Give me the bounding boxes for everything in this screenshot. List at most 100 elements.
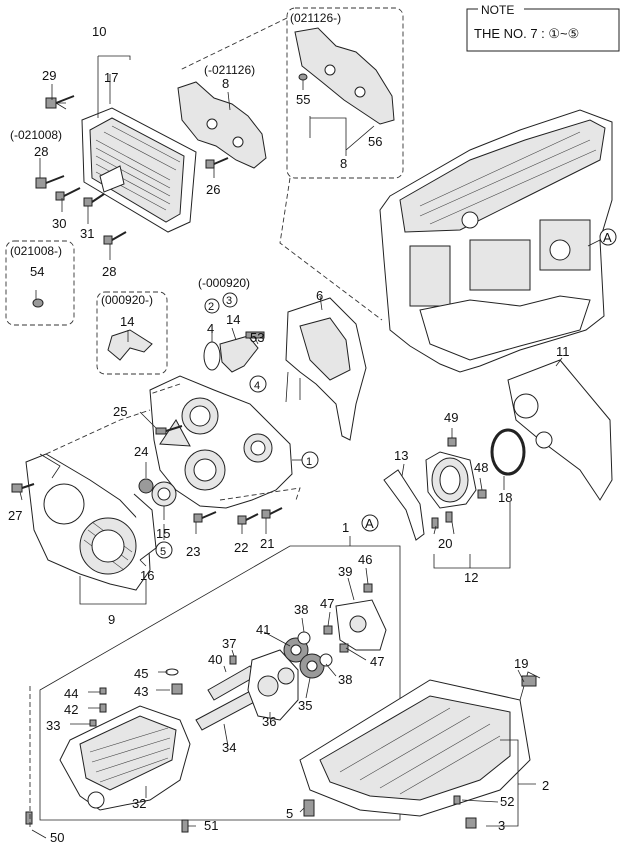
ref-circle-a-seal [361,514,379,532]
balance-shaft-housing [59,705,191,811]
gasket-leader-dashed [179,17,383,321]
callout-6: 6 [316,288,323,303]
callout-18: 18 [498,490,512,505]
oil-pump-group-outline [39,545,401,821]
valve-cover [81,107,197,233]
callout-34: 34 [222,740,236,755]
date-bolt-old: (-021008) [10,128,62,142]
callout-9: 9 [108,612,115,627]
rear-oil-seal-housing [383,428,526,541]
callout-24: 24 [134,444,148,459]
callout-26: 26 [206,182,220,197]
callout-16: 16 [140,568,154,583]
callout-29: 29 [42,68,56,83]
timing-belt-cover [25,453,151,591]
callout-19: 19 [514,656,528,671]
circled-callouts: 1 2 3 4 5 [155,292,319,559]
callout-28a: 28 [34,144,48,159]
callout-20: 20 [438,536,452,551]
callout-56: 56 [368,134,382,149]
callout-43: 43 [134,684,148,699]
callout-38b: 38 [338,672,352,687]
callout-33: 33 [46,718,60,733]
new-bolt-box [5,240,75,326]
circle-callout-2: 2 [208,301,214,313]
callout-22: 22 [234,540,248,555]
date-fitting-old: (-000920) [198,276,250,290]
callout-55: 55 [296,92,310,107]
circle-callout-3: 3 [226,295,232,307]
oil-level-gauge [521,675,537,687]
callout-53: 53 [250,330,264,345]
drain-plug [303,799,315,817]
note-box: NOTE THE NO. 7 : ①~⑤ [466,3,620,52]
belt-cover-seal [133,493,157,561]
callout-52: 52 [500,794,514,809]
valve-cover-gasket-new [294,27,395,125]
callout-42: 42 [64,702,78,717]
callout-4: 4 [207,321,214,336]
circle-callout-4: 4 [254,380,260,392]
callout-13: 13 [394,448,408,463]
callout-45: 45 [134,666,148,681]
callout-5: 5 [286,806,293,821]
callout-8a: 8 [222,76,229,91]
callout-51: 51 [204,818,218,833]
callout-35: 35 [298,698,312,713]
date-gasket-new: (021126-) [290,11,341,25]
ref-a-engine: A [603,230,612,245]
callout-37: 37 [222,636,236,651]
callout-32: 32 [132,796,146,811]
note-text: THE NO. 7 : ①~⑤ [474,26,579,41]
callout-38a: 38 [294,602,308,617]
callout-28b: 28 [102,264,116,279]
fitting-gasket [203,341,221,371]
new-fitting-box [96,291,168,375]
callout-44: 44 [64,686,78,701]
leader-lines [19,55,563,839]
ref-a-seal: A [365,516,374,531]
callout-36: 36 [262,714,276,729]
callout-31: 31 [80,226,94,241]
valve-cover-bolts [32,73,308,308]
callout-27: 27 [8,508,22,523]
callout-39: 39 [338,564,352,579]
callout-49: 49 [444,410,458,425]
callout-14a: 14 [120,314,134,329]
circle-callout-5: 5 [160,546,166,558]
date-gasket-old: (-021126) [204,63,255,77]
callout-50: 50 [50,830,64,845]
rear-plate [507,359,613,501]
callout-47a: 47 [320,596,334,611]
callout-11: 11 [556,344,570,359]
callout-48: 48 [474,460,488,475]
note-title: NOTE [481,3,514,17]
callout-30: 30 [52,216,66,231]
water-fitting-new [107,329,153,361]
callout-47b: 47 [370,654,384,669]
callout-2: 2 [542,778,549,793]
callout-1: 1 [342,520,349,535]
ref-circle-a-engine [599,228,617,246]
callout-21: 21 [260,536,274,551]
callout-41: 41 [256,622,270,637]
engine-block [379,109,613,373]
callout-10: 10 [92,24,106,39]
callout-15: 15 [156,526,170,541]
oil-pan [299,671,541,817]
new-gasket-box [286,7,404,179]
callout-14b: 14 [226,312,240,327]
callout-40: 40 [208,652,222,667]
date-bolt-new: (021008-) [10,244,62,258]
callout-46: 46 [358,552,372,567]
callout-8b: 8 [340,156,347,171]
callout-12: 12 [464,570,478,585]
valve-cover-gasket-old [177,81,267,169]
circle-callout-1: 1 [306,456,312,468]
callout-17: 17 [104,70,118,85]
callout-25: 25 [113,404,127,419]
callout-labels: 10 17 29 28 30 31 28 8 26 55 56 8 54 14 … [8,24,570,845]
date-fitting-new: (000920-) [101,293,153,307]
